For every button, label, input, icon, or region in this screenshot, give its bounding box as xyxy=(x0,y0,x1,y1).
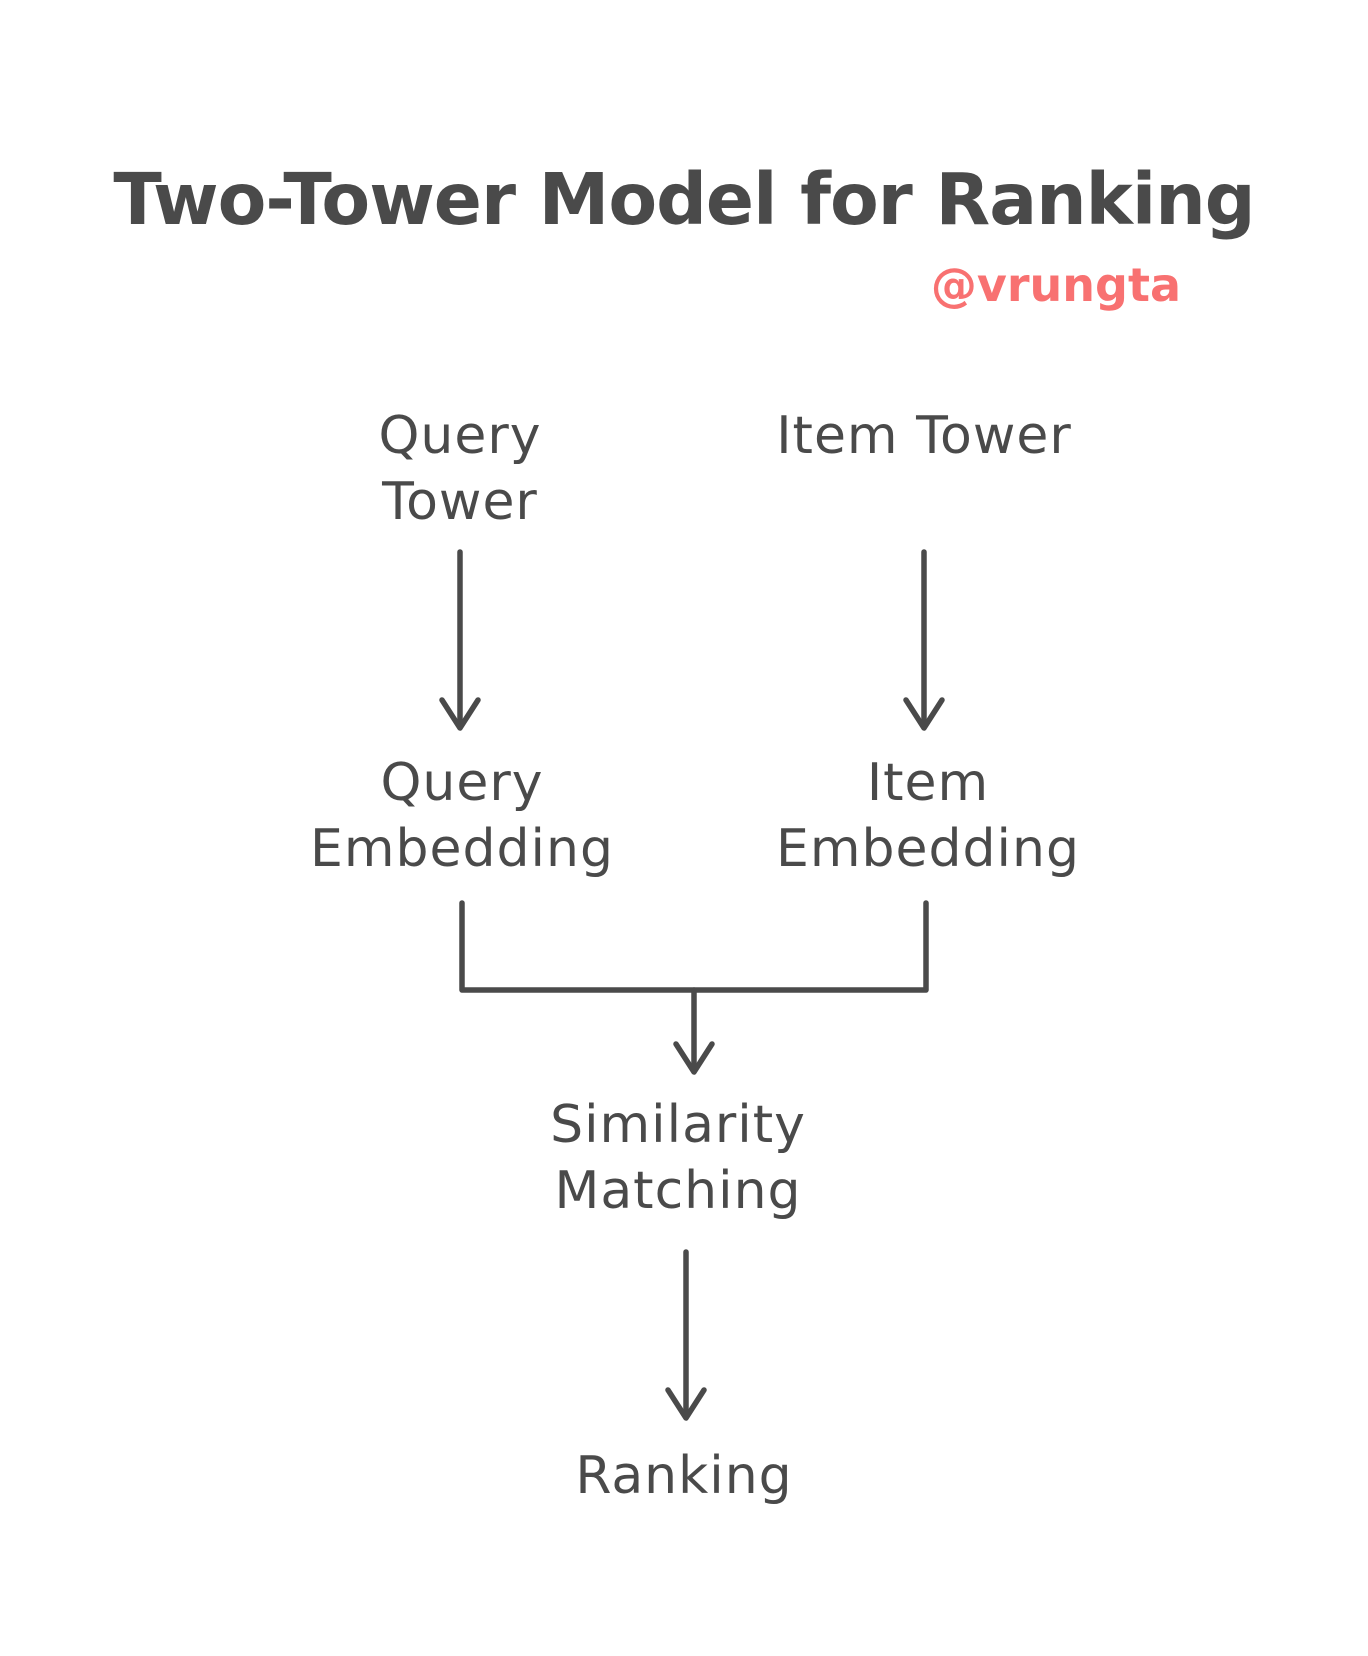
page-title: Two-Tower Model for Ranking xyxy=(113,158,1255,241)
down-arrow-icon xyxy=(903,549,945,731)
node-query-tower: Query Tower xyxy=(378,406,542,532)
node-item-tower: Item Tower xyxy=(776,406,1072,466)
node-item-embedding: Item Embedding xyxy=(776,753,1080,879)
node-query-embedding: Query Embedding xyxy=(310,753,614,879)
down-arrow-icon xyxy=(439,549,481,731)
down-arrow-icon xyxy=(665,1249,707,1421)
down-arrow-icon xyxy=(673,987,715,1075)
node-ranking: Ranking xyxy=(575,1446,793,1506)
node-similarity-matching: Similarity Matching xyxy=(550,1095,806,1221)
author-handle: @vrungta xyxy=(930,258,1181,312)
merge-bracket-icon xyxy=(459,900,929,993)
